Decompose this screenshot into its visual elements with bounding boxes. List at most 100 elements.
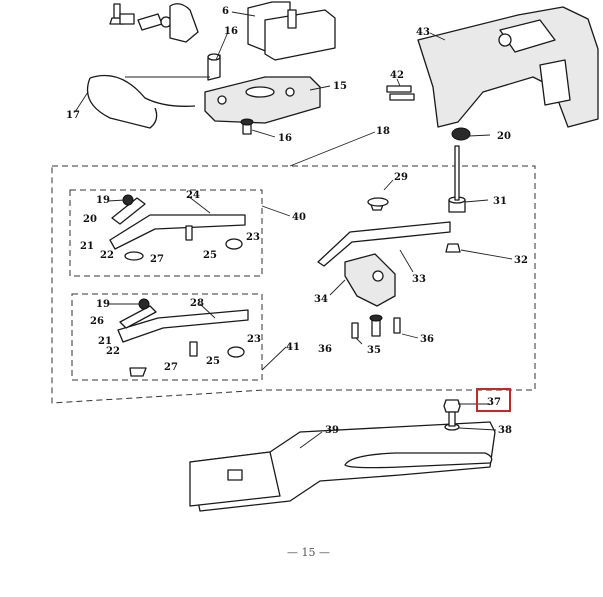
callout-34: 34 [314,294,328,305]
leader [309,85,331,91]
bracket-hole [372,270,384,282]
upper-plate [264,9,336,61]
casting-43 [417,6,599,128]
callout-33: 33 [412,274,426,285]
feed-bracket-34 [344,253,396,307]
callout-39: 39 [325,425,339,436]
group-18: 18 40 19 20 21 22 24 23 25 27 41 19 [51,126,536,404]
screw-19b [138,298,150,310]
callout-31: 31 [493,196,507,207]
shaft-20 [454,145,460,201]
casting-hole [498,33,512,47]
pin-42a [386,85,412,93]
leader [231,11,256,17]
leader [261,346,287,371]
callout-g2-21: 21 [98,336,112,347]
leader [468,134,491,137]
callout-40: 40 [292,212,306,223]
callout-43: 43 [416,27,430,38]
leader [383,179,394,191]
page-number: — 15 — [287,546,330,559]
callout-g1-27: 27 [150,254,164,265]
callout-g1-24: 24 [186,190,200,201]
callout-6: 6 [222,6,229,17]
leader [429,32,446,41]
leader [215,31,229,61]
leader [289,131,376,167]
bushing [137,13,163,31]
callout-g1-19: 19 [96,195,110,206]
callout-37-highlight-box [476,388,511,412]
nut-32 [445,243,461,253]
bolt-head [119,13,135,25]
link-wire-17 [86,74,196,129]
callout-16-lower: 16 [278,133,292,144]
bottom-assembly: 37 38 39 [189,388,512,512]
leader [399,249,414,273]
plate-slot [344,452,493,469]
callout-20: 20 [497,131,511,142]
leader [355,337,363,345]
callout-g1-22: 22 [100,250,114,261]
bracket [169,3,199,43]
leader [299,431,323,449]
leader [187,195,211,214]
leader [396,78,401,87]
washer-27 [124,251,144,261]
callout-g1-23: 23 [246,232,260,243]
leader [329,279,346,296]
bolt-37-head [443,399,461,413]
callout-15: 15 [333,81,347,92]
callout-42: 42 [390,70,404,81]
pin-42b [389,93,415,101]
callout-g2-23: 23 [247,334,261,345]
nut-23b [227,346,245,358]
screw-body [113,3,121,19]
knob-20 [451,127,471,141]
callout-g2-26: 26 [90,316,104,327]
casting-web [499,19,556,53]
callout-16: 16 [224,26,238,37]
lever-24 [109,214,246,250]
callout-32: 32 [514,255,528,266]
screw-36a [351,322,359,339]
casting-rib [539,59,571,106]
leader [251,129,276,138]
leader [460,249,513,260]
callout-36-right: 36 [420,334,434,345]
callout-g1-21: 21 [80,241,94,252]
callout-g2-25: 25 [206,356,220,367]
callout-g2-27: 27 [164,362,178,373]
leader [401,333,419,339]
screw-29-head [367,197,389,207]
subgroup-41-boundary [71,293,263,381]
pin-25b [189,341,198,357]
body-hole-1 [217,95,227,105]
leader [74,91,89,113]
callout-41: 41 [286,342,300,353]
link-26 [119,305,157,329]
lever-28 [117,309,249,343]
screw-36b [393,317,401,334]
callout-g2-22: 22 [106,346,120,357]
leader [261,205,291,217]
body-hole-2 [285,87,295,97]
lever-33 [317,221,451,267]
leader [107,199,126,202]
top-assembly: 6 16 15 16 17 [66,1,347,144]
block-27b [129,367,147,377]
pin-25 [185,225,193,241]
callout-35: 35 [367,345,381,356]
callout-g1-20: 20 [83,214,97,225]
leader [199,303,216,319]
nut-23 [225,238,243,250]
callout-29: 29 [394,172,408,183]
callout-37: 37 [487,397,501,408]
callout-38: 38 [498,425,512,436]
callout-g2-28: 28 [190,298,204,309]
callout-g1-25: 25 [203,250,217,261]
callout-g2-19: 19 [96,299,110,310]
screw-16-head [240,118,254,126]
